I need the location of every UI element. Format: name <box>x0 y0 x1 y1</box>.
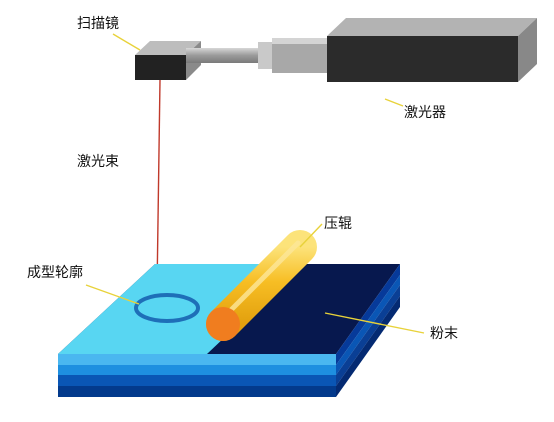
leader-powder <box>324 312 425 334</box>
powder-layers-side <box>336 264 400 397</box>
label-laser: 激光器 <box>404 104 446 121</box>
leader-lines <box>85 33 425 334</box>
laser-device <box>327 18 537 82</box>
label-beam: 激光束 <box>77 153 119 170</box>
powder-layers-front <box>58 354 336 397</box>
label-powder: 粉末 <box>430 326 458 342</box>
roller-end-cap <box>206 307 240 341</box>
forming-contour-ring <box>134 293 200 323</box>
leader-laser <box>384 98 404 107</box>
laser-beam <box>156 79 161 292</box>
connecting-shaft <box>186 38 327 73</box>
label-scanner: 扫描镜 <box>77 16 119 32</box>
leader-roller <box>299 223 323 248</box>
label-contour: 成型轮廓 <box>27 264 83 281</box>
roller <box>206 230 317 341</box>
leader-contour <box>85 284 140 305</box>
label-roller: 压辊 <box>324 216 352 232</box>
leader-scanner <box>112 33 141 51</box>
